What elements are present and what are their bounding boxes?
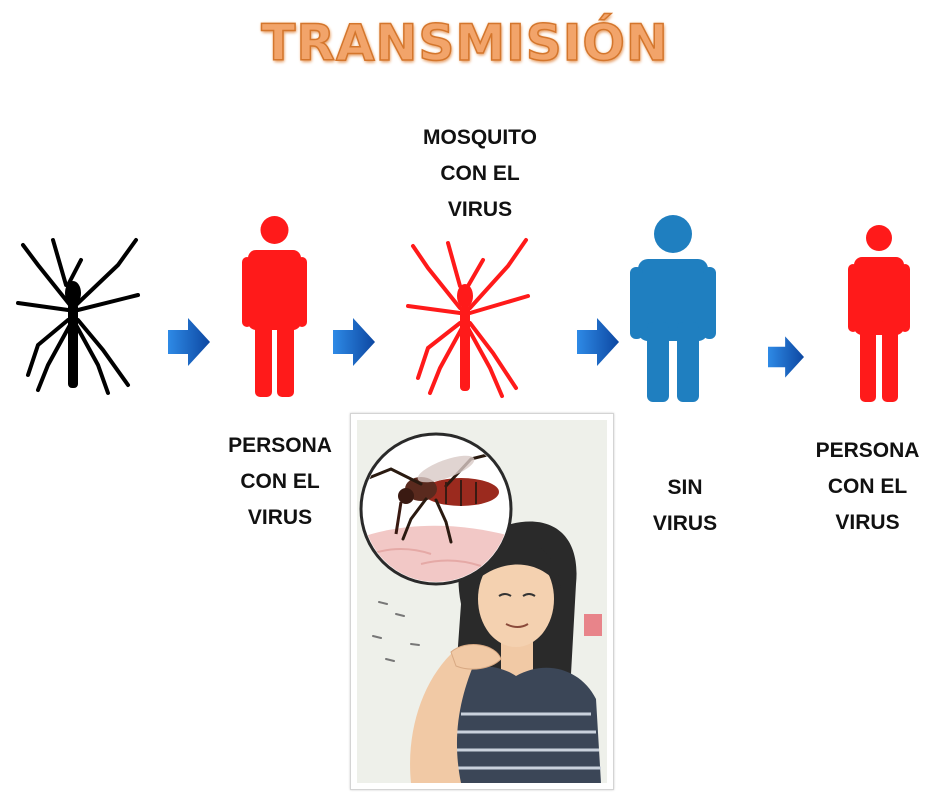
diagram-title: TRANSMISIÓN <box>0 14 930 72</box>
mosquito-bite-illustration <box>350 413 614 790</box>
label-person-virus-1: PERSONA CON EL VIRUS <box>205 428 355 536</box>
mosquito-infected-icon <box>398 238 538 398</box>
arrow-right-icon <box>168 318 210 366</box>
label-mosquito-virus: MOSQUITO CON EL VIRUS <box>395 120 565 228</box>
label-person-no-virus: SIN VIRUS <box>630 470 740 542</box>
person-infected-icon <box>848 222 910 402</box>
arrow-right-icon <box>768 335 804 379</box>
label-person-virus-2: PERSONA CON EL VIRUS <box>805 433 930 541</box>
person-healthy-icon <box>630 212 716 402</box>
mosquito-icon <box>8 235 148 395</box>
arrow-right-icon <box>577 318 619 366</box>
person-infected-icon <box>242 212 307 397</box>
arrow-right-icon <box>333 318 375 366</box>
woman-bitten-image <box>351 414 613 789</box>
